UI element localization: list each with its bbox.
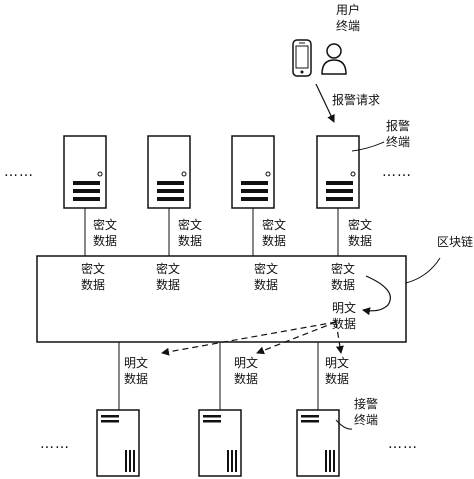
ciphertext-label: 密文数据 (93, 218, 118, 248)
blockchain-pointer (405, 257, 441, 284)
ciphertext-label: 密文数据 (331, 262, 356, 292)
blockchain-box (36, 255, 407, 343)
more-receivers-left: …… (40, 436, 70, 452)
alarm-terminal-label: 报警终端 (386, 119, 411, 149)
plaintext-label: 明文数据 (234, 356, 259, 386)
receiving-terminal (198, 409, 242, 477)
ciphertext-label: 密文数据 (156, 262, 181, 292)
more-receivers-right: …… (388, 436, 418, 452)
blockchain-label: 区块链 (437, 235, 474, 249)
alarm-terminal-pointer (351, 141, 385, 152)
receiving-terminal-label: 接警终端 (354, 397, 379, 427)
dispatch-arrow (161, 321, 337, 356)
alarm-terminal-server (316, 135, 360, 209)
receiving-terminal (96, 409, 140, 477)
decrypt-arrow (362, 275, 391, 316)
ciphertext-label: 密文数据 (178, 218, 203, 248)
server-node (231, 135, 275, 209)
alarm-request-label: 报警请求 (332, 93, 381, 107)
ciphertext-label: 密文数据 (262, 218, 287, 248)
plaintext-label: 明文数据 (325, 356, 350, 386)
more-nodes-right: …… (382, 164, 412, 180)
receiving-terminal-pointer (335, 419, 353, 430)
phone-icon (292, 39, 312, 77)
user-icon (321, 43, 347, 75)
dispatch-arrow (335, 321, 344, 354)
ciphertext-label: 密文数据 (348, 218, 373, 248)
ciphertext-label: 密文数据 (81, 262, 106, 292)
alarm-request-arrow (315, 83, 335, 123)
server-node (147, 135, 191, 209)
server-node (63, 135, 107, 209)
ciphertext-label: 密文数据 (254, 262, 279, 292)
receiving-terminal (296, 409, 340, 477)
dispatch-arrow (256, 321, 337, 355)
more-nodes-left: …… (4, 164, 34, 180)
plaintext-label: 明文数据 (124, 356, 149, 386)
plaintext-label: 明文数据 (332, 301, 357, 331)
user-terminal-label: 用户终端 (336, 3, 361, 33)
